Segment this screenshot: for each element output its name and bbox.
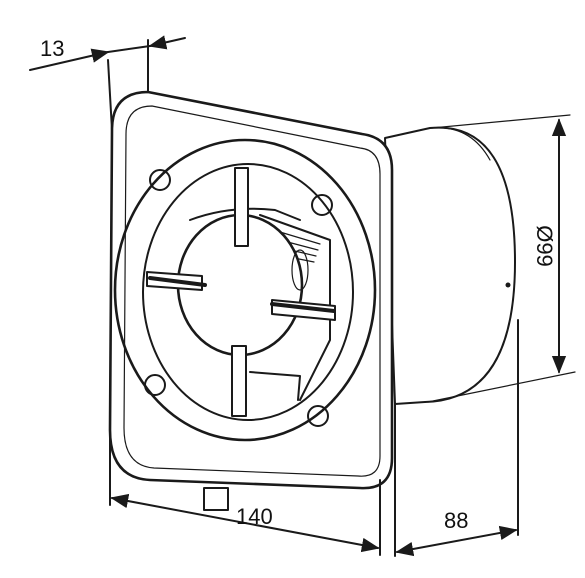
cylinder-body: [384, 126, 516, 405]
mounting-hole-bottom-left: [144, 374, 166, 396]
dimension-depth-front: 13: [29, 35, 186, 71]
depth-total-label: 88: [444, 508, 468, 533]
inner-housing: [189, 207, 331, 401]
depth-front-label: 13: [40, 36, 64, 61]
mounting-holes: [144, 169, 333, 427]
cross-struts: [146, 167, 336, 417]
diameter-label: Ø99: [532, 225, 557, 267]
dimension-width: 140: [109, 433, 381, 556]
mounting-hole-bottom-right: [307, 405, 329, 427]
square-icon: [203, 487, 229, 511]
dimension-depth-total: 88: [394, 319, 519, 557]
width-label: 140: [236, 504, 273, 529]
outer-ring: [113, 138, 377, 442]
dimension-diameter: Ø99: [427, 114, 576, 403]
mounting-hole-top-right: [311, 194, 333, 216]
mounting-hole-top-left: [149, 169, 171, 191]
cylinder-screw: [505, 282, 511, 288]
